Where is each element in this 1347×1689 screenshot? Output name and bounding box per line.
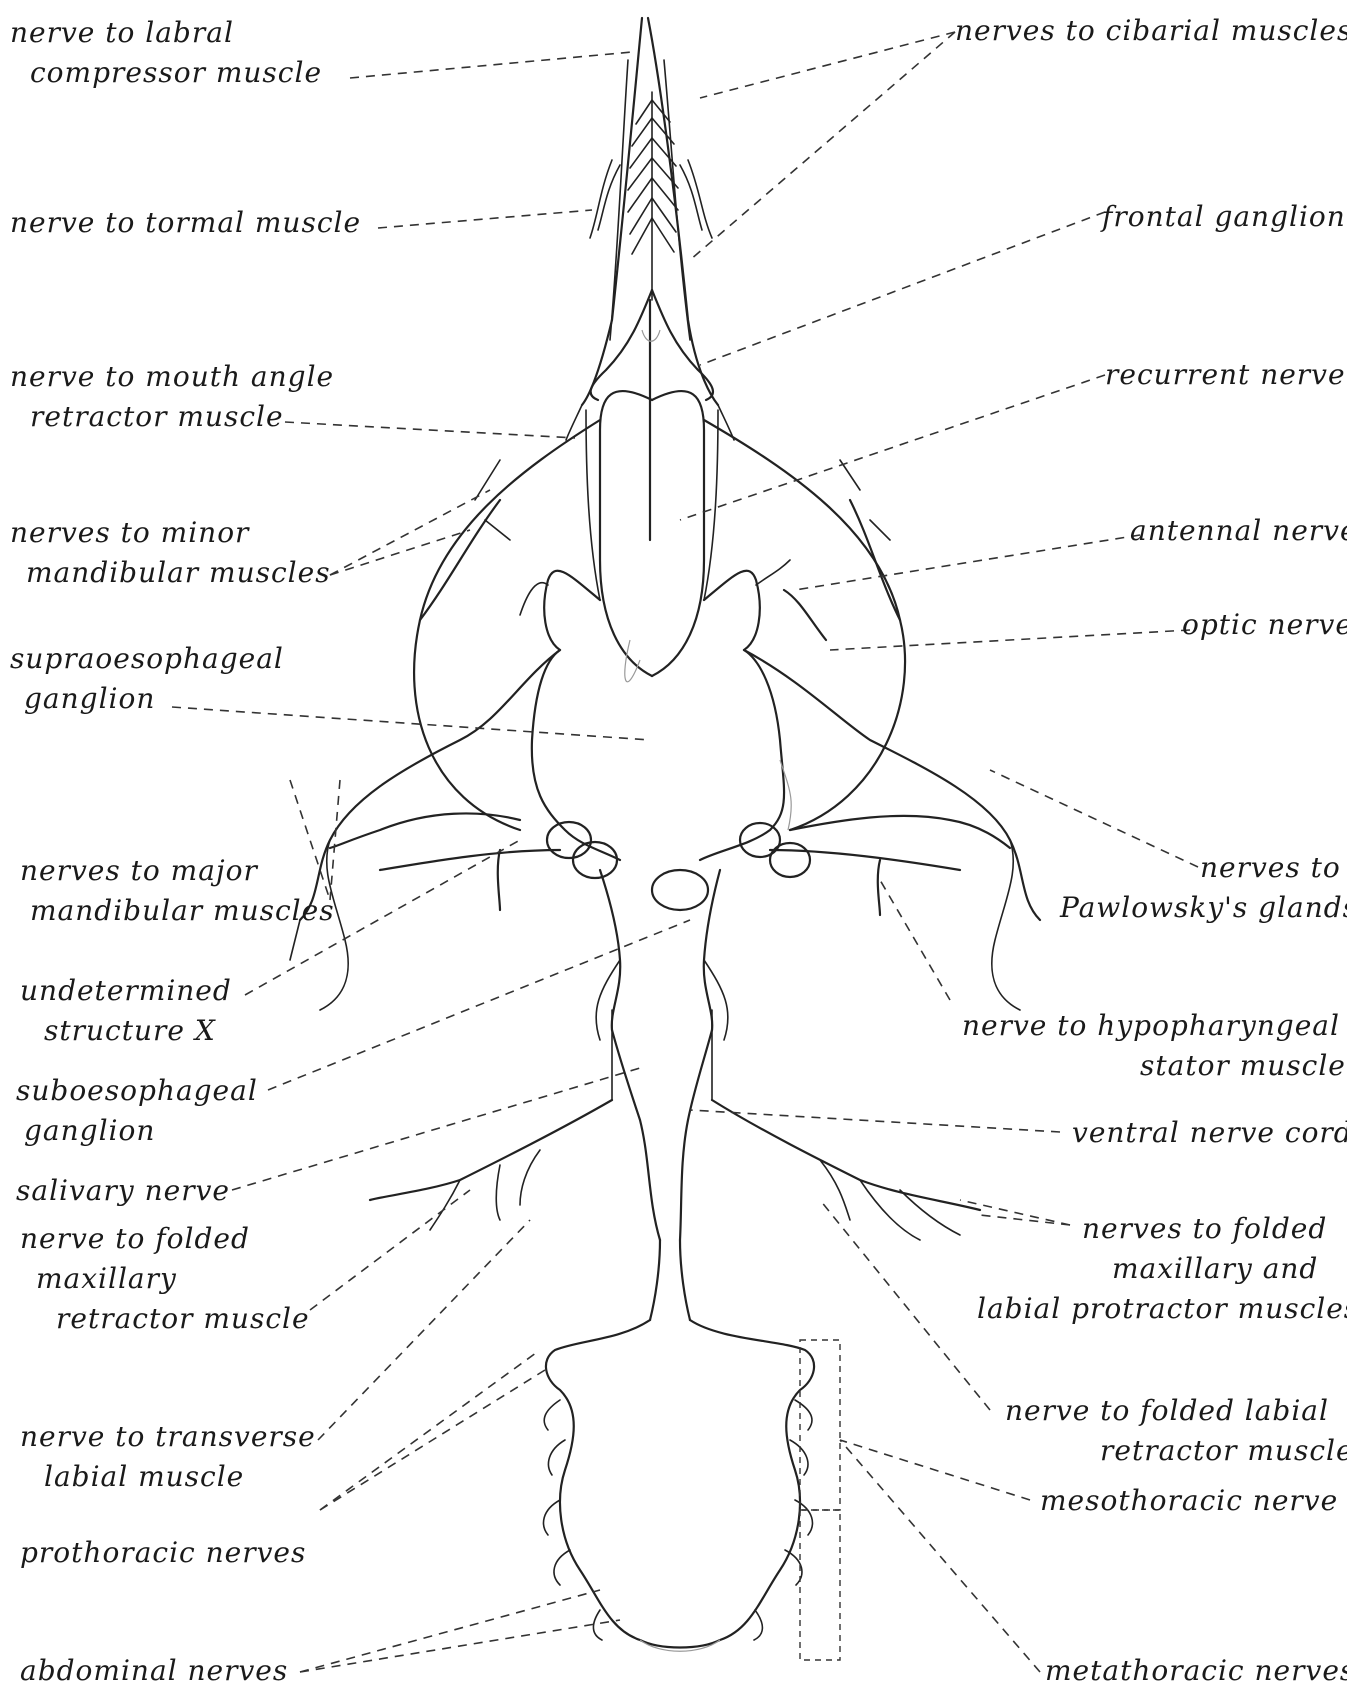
label-mouth-angle-1: nerve to mouth angle	[10, 360, 334, 393]
nerve-drawing	[290, 18, 1040, 1660]
label-minor-mandibular-1: nerves to minor	[10, 516, 250, 549]
label-major-mandibular-2: mandibular muscles	[30, 894, 335, 927]
label-folded-maxillary-3: retractor muscle	[56, 1302, 310, 1335]
label-undetermined-2: structure X	[44, 1014, 216, 1047]
label-folded-labial-2: retractor muscle	[1100, 1434, 1347, 1467]
label-hypopharyngeal-1: nerve to hypopharyngeal	[962, 1009, 1340, 1042]
label-supraoesophageal-2: ganglion	[24, 682, 155, 715]
label-folded-maxillary-2: maxillary	[36, 1262, 177, 1295]
label-protractor-1: nerves to folded	[1082, 1212, 1327, 1245]
label-pawlowsky-1: nerves to	[1200, 851, 1341, 884]
label-prothoracic: prothoracic nerves	[20, 1536, 306, 1569]
label-protractor-2: maxillary and	[1112, 1252, 1318, 1285]
label-protractor-3: labial protractor muscles	[977, 1292, 1347, 1325]
label-metathoracic: metathoracic nerves	[1045, 1654, 1347, 1687]
label-folded-labial-1: nerve to folded labial	[1005, 1394, 1329, 1427]
label-recurrent: recurrent nerve	[1105, 358, 1346, 391]
label-tormal: nerve to tormal muscle	[10, 206, 361, 239]
label-salivary: salivary nerve	[16, 1174, 230, 1207]
label-labral-1: nerve to labral	[10, 16, 234, 49]
label-minor-mandibular-2: mandibular muscles	[26, 556, 331, 589]
label-suboesophageal-1: suboesophageal	[16, 1074, 258, 1107]
label-antennal: antennal nerve	[1130, 514, 1347, 547]
label-supraoesophageal-1: supraoesophageal	[10, 642, 284, 675]
label-folded-maxillary-1: nerve to folded	[20, 1222, 250, 1255]
labels-left: nerve to labral compressor muscle nerve …	[10, 16, 361, 1687]
label-pawlowsky-2: Pawlowsky's glands	[1059, 891, 1347, 924]
label-mouth-angle-2: retractor muscle	[30, 400, 284, 433]
label-hypopharyngeal-2: stator muscle	[1140, 1049, 1346, 1082]
label-optic: optic nerve	[1182, 608, 1347, 641]
label-major-mandibular-1: nerves to major	[20, 854, 258, 887]
label-suboesophageal-2: ganglion	[24, 1114, 155, 1147]
label-abdominal: abdominal nerves	[20, 1654, 288, 1687]
label-mesothoracic: mesothoracic nerve	[1040, 1484, 1338, 1517]
label-transverse-labial-2: labial muscle	[44, 1460, 244, 1493]
label-labral-2: compressor muscle	[30, 56, 322, 89]
label-frontal-ganglion: frontal ganglion	[1100, 200, 1346, 233]
label-undetermined-1: undetermined	[20, 974, 232, 1007]
label-transverse-labial-1: nerve to transverse	[20, 1420, 316, 1453]
label-ventral-cord: ventral nerve cord	[1072, 1116, 1347, 1149]
label-cibarial: nerves to cibarial muscles	[955, 14, 1347, 47]
